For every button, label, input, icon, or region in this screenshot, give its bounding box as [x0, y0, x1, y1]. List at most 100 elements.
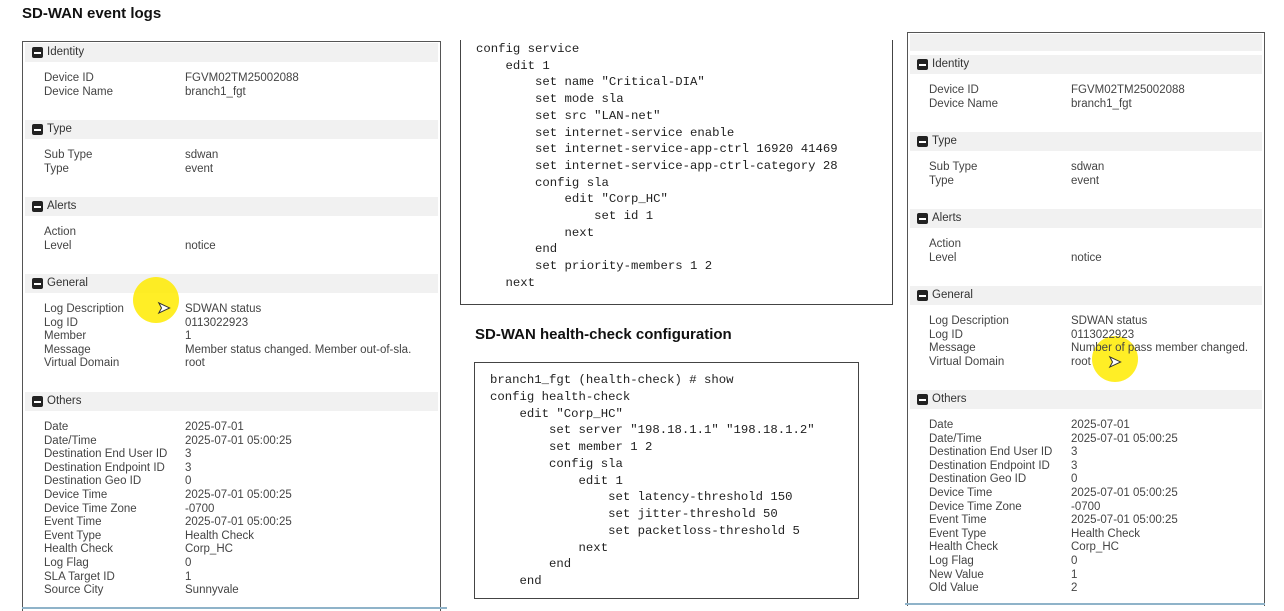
- code-line: next: [476, 225, 595, 240]
- code-line: set internet-service-app-ctrl-category 2…: [476, 158, 838, 173]
- collapse-icon: [917, 290, 928, 301]
- section-title: Alerts: [932, 212, 962, 224]
- field-label: Device Time: [44, 489, 108, 501]
- collapse-icon: [917, 136, 928, 147]
- field-value: 1: [1071, 568, 1078, 581]
- field-label: SLA Target ID: [44, 570, 115, 583]
- field-label: Date/Time: [44, 434, 97, 447]
- section-header-others[interactable]: Others: [910, 390, 1262, 409]
- code-line: branch1_fgt (health-check) # show: [490, 373, 734, 387]
- field-label: Destination Endpoint ID: [929, 459, 1050, 472]
- code-line: config sla: [476, 175, 609, 190]
- section-header-type[interactable]: Type: [910, 132, 1262, 151]
- collapse-icon: [32, 47, 43, 58]
- code-line: set id 1: [476, 209, 654, 223]
- section-header-identity[interactable]: Identity: [910, 55, 1262, 74]
- healthcheck-config-box: branch1_fgt (health-check) # show config …: [474, 362, 859, 599]
- field-label: Device Time: [929, 487, 993, 499]
- field-value: 2025-07-01 05:00:25: [1071, 432, 1178, 445]
- healthcheck-title: SD-WAN health-check configuration: [475, 326, 732, 343]
- collapse-icon: [32, 201, 43, 212]
- field-value: Member status changed. Member out-of-sla…: [185, 343, 412, 356]
- collapse-icon: [32, 396, 43, 407]
- field-value: notice: [1071, 251, 1102, 264]
- field-value: Health Check: [1071, 527, 1141, 540]
- field-label: Destination End User ID: [44, 448, 168, 461]
- code-line: config health-check: [490, 389, 631, 404]
- section-header-others[interactable]: Others: [25, 392, 438, 411]
- code-line: edit "Corp_HC": [476, 192, 668, 207]
- field-label: Health Check: [44, 543, 114, 556]
- section-header-alerts[interactable]: Alerts: [910, 209, 1262, 228]
- code-line: set priority-members 1 2: [476, 259, 713, 274]
- code-line: next: [476, 275, 536, 290]
- field-value: branch1_fgt: [185, 85, 246, 98]
- field-label: Date: [929, 419, 954, 431]
- field-label: Log Flag: [44, 557, 89, 569]
- field-value: 3: [185, 448, 192, 461]
- code-line: set name "Critical-DIA": [476, 75, 705, 90]
- section-title: Others: [47, 395, 82, 407]
- field-label: Device Name: [929, 97, 999, 110]
- field-value: 0: [185, 557, 192, 569]
- cursor-highlight: [1092, 336, 1138, 382]
- section-header-identity[interactable]: Identity: [25, 43, 438, 62]
- code-line: set internet-service-app-ctrl 16920 4146…: [476, 142, 838, 157]
- field-value: 0: [1071, 473, 1078, 486]
- field-value: 0: [1071, 555, 1078, 567]
- field-label: Destination End User ID: [929, 446, 1053, 459]
- section-title: Alerts: [47, 200, 77, 212]
- field-label: Sub Type: [44, 149, 93, 161]
- field-value: Sunnyvale: [185, 584, 239, 597]
- field-label: Device ID: [44, 72, 94, 84]
- field-value: event: [185, 162, 214, 175]
- field-value: -0700: [1071, 500, 1101, 513]
- collapse-icon: [917, 213, 928, 224]
- code-line: end: [490, 557, 572, 572]
- section-title: Type: [932, 135, 957, 147]
- field-value: root: [1071, 355, 1091, 368]
- field-value: notice: [185, 239, 216, 252]
- collapse-icon: [32, 278, 43, 289]
- field-value: Corp_HC: [185, 543, 233, 556]
- code-line: set packetloss-threshold 5: [490, 523, 800, 538]
- field-value: -0700: [185, 502, 215, 515]
- field-label: Date: [44, 421, 69, 433]
- field-label: Member: [44, 330, 87, 343]
- code-line: set mode sla: [476, 92, 624, 107]
- field-label: Device ID: [929, 84, 979, 96]
- field-value: 3: [1071, 446, 1078, 459]
- code-line: edit 1: [476, 58, 550, 73]
- field-label: Device Time Zone: [44, 502, 137, 515]
- section-title: General: [932, 289, 973, 301]
- section-header-type[interactable]: Type: [25, 120, 438, 139]
- code-line: set member 1 2: [490, 440, 653, 454]
- field-value: 1: [185, 330, 192, 343]
- field-label: Action: [929, 238, 961, 250]
- field-value: sdwan: [1071, 161, 1105, 173]
- field-label: Level: [929, 251, 957, 264]
- field-value: Corp_HC: [1071, 541, 1119, 554]
- field-label: Log ID: [929, 328, 963, 341]
- page-title: SD-WAN event logs: [22, 5, 162, 22]
- mouse-cursor-icon: ➤: [156, 300, 171, 318]
- section-header-general[interactable]: General: [25, 274, 438, 293]
- collapse-icon: [917, 59, 928, 70]
- field-label: Type: [929, 174, 954, 187]
- field-label: Virtual Domain: [44, 357, 120, 370]
- field-label: Action: [44, 226, 76, 238]
- section-header-general[interactable]: General: [910, 286, 1262, 305]
- field-value: 2025-07-01 05:00:25: [1071, 514, 1178, 527]
- divider: [905, 603, 1265, 605]
- code-line: config service: [476, 42, 580, 56]
- field-value: 2025-07-01 05:00:25: [185, 516, 292, 529]
- field-value: FGVM02TM25002088: [1071, 84, 1185, 96]
- service-config-box: config service edit 1 set name "Critical…: [460, 40, 893, 305]
- field-value: root: [185, 357, 205, 370]
- mouse-cursor-icon: ➤: [1107, 354, 1122, 372]
- field-label: Log Description: [44, 303, 124, 315]
- divider: [22, 607, 447, 609]
- section-header-alerts[interactable]: Alerts: [25, 197, 438, 216]
- code-line: set server "198.18.1.1" "198.18.1.2": [490, 423, 815, 438]
- section-title: Type: [47, 123, 72, 135]
